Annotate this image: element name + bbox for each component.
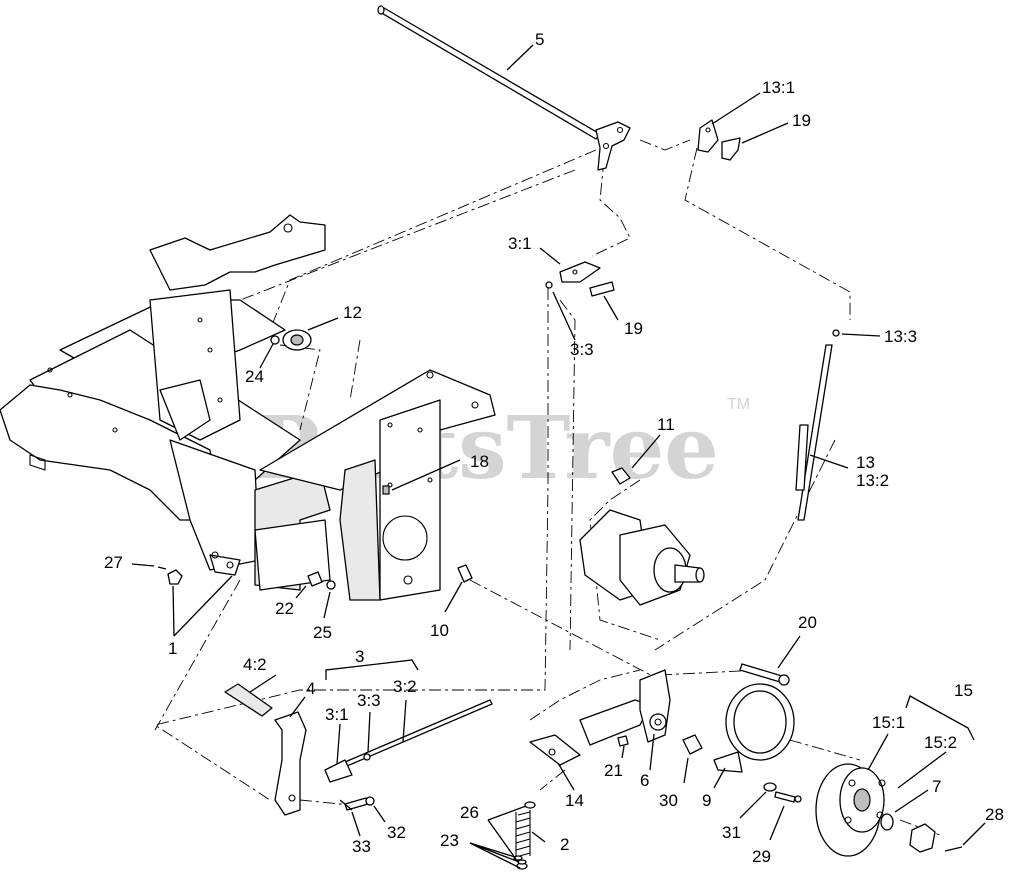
- callout-10: 10: [430, 621, 449, 640]
- chassis-frame: [0, 214, 331, 591]
- callout-3-1-low: 3:1: [325, 705, 349, 724]
- part-5-rod: [377, 5, 631, 171]
- callout-3-3-mid: 3:3: [570, 340, 594, 359]
- callout-30: 30: [659, 791, 678, 810]
- part-31-washer: [763, 782, 777, 792]
- part-13-1-clevis: [697, 119, 719, 153]
- part-10-spacer: [457, 564, 473, 583]
- callout-24: 24: [245, 367, 264, 386]
- watermark-trademark: TM: [727, 396, 750, 413]
- callout-27: 27: [104, 553, 123, 572]
- callout-22: 22: [275, 599, 294, 618]
- callout-19-top: 19: [792, 111, 811, 130]
- part-25-washer: [326, 580, 336, 590]
- part-18-bracket: [259, 369, 496, 601]
- callout-labels: 5 13:1 19 3:1 19 3:3 12 24 13:3 11 18 13…: [104, 30, 1004, 866]
- part-3-1-clevis-mid: [559, 261, 601, 283]
- callout-6: 6: [640, 771, 649, 790]
- part-33-pin: [339, 799, 353, 811]
- part-6-arm: [579, 669, 671, 746]
- callout-15: 15: [954, 681, 973, 700]
- callout-33: 33: [352, 837, 371, 856]
- callout-4: 4: [306, 679, 315, 698]
- part-15-brake-drum: [815, 763, 886, 857]
- callout-4-2: 4:2: [243, 655, 267, 674]
- callout-23: 23: [440, 831, 459, 850]
- part-1-nut: [167, 569, 183, 585]
- part-21-nut: [617, 735, 629, 747]
- callout-3: 3: [355, 647, 364, 666]
- callout-15-2: 15:2: [924, 733, 957, 752]
- part-22-bushing: [307, 571, 323, 587]
- part-7-washer: [880, 813, 894, 831]
- callout-13-2: 13:2: [856, 471, 889, 490]
- part-30-roller: [682, 734, 703, 755]
- callout-7: 7: [932, 777, 941, 796]
- part-20-bolt: [739, 663, 790, 686]
- part-14-link: [529, 734, 581, 766]
- assembly-dash-lines: [59, 139, 941, 836]
- callout-13-3: 13:3: [884, 327, 917, 346]
- pump-assembly: [579, 509, 705, 606]
- callout-21: 21: [604, 761, 623, 780]
- part-19-pin-mid: [589, 281, 615, 297]
- part-29-bolt: [774, 791, 802, 803]
- callout-32: 32: [387, 823, 406, 842]
- callout-15-1: 15:1: [872, 713, 905, 732]
- callout-2: 2: [560, 835, 569, 854]
- callout-31: 31: [722, 823, 741, 842]
- callout-9: 9: [702, 791, 711, 810]
- part-32-bolt: [344, 796, 375, 811]
- callout-13: 13: [856, 453, 875, 472]
- callout-13-1: 13:1: [762, 78, 795, 97]
- part-9-brake-band: [713, 683, 795, 773]
- callout-26: 26: [460, 803, 479, 822]
- part-3-3-nut-mid: [545, 281, 553, 289]
- part-4-lever: [224, 683, 307, 816]
- callout-14: 14: [565, 791, 584, 810]
- part-11-pin: [611, 467, 631, 485]
- part-27-pin: [157, 566, 167, 570]
- part-12-flange-bearing: [282, 329, 312, 351]
- part-19-pin-top: [721, 137, 741, 161]
- callout-11: 11: [657, 415, 675, 434]
- callout-19-mid: 19: [624, 319, 643, 338]
- callout-29: 29: [752, 847, 771, 866]
- callout-3-1-mid: 3:1: [508, 234, 532, 253]
- callout-1: 1: [168, 639, 177, 658]
- callout-5: 5: [535, 30, 544, 49]
- callout-18: 18: [470, 452, 489, 471]
- part-3-rod: [324, 699, 493, 783]
- callout-25: 25: [313, 623, 332, 642]
- callout-28: 28: [985, 805, 1004, 824]
- callout-3-3-low: 3:3: [357, 691, 381, 710]
- part-2-spring: [515, 810, 531, 860]
- callout-12: 12: [343, 303, 362, 322]
- part-28-nut-and-pin: [909, 823, 963, 853]
- part-24-nut: [270, 335, 280, 345]
- part-13-cable: [795, 329, 840, 521]
- callout-20: 20: [798, 613, 817, 632]
- callout-3-2: 3:2: [393, 677, 417, 696]
- callout-leaders: [131, 44, 986, 869]
